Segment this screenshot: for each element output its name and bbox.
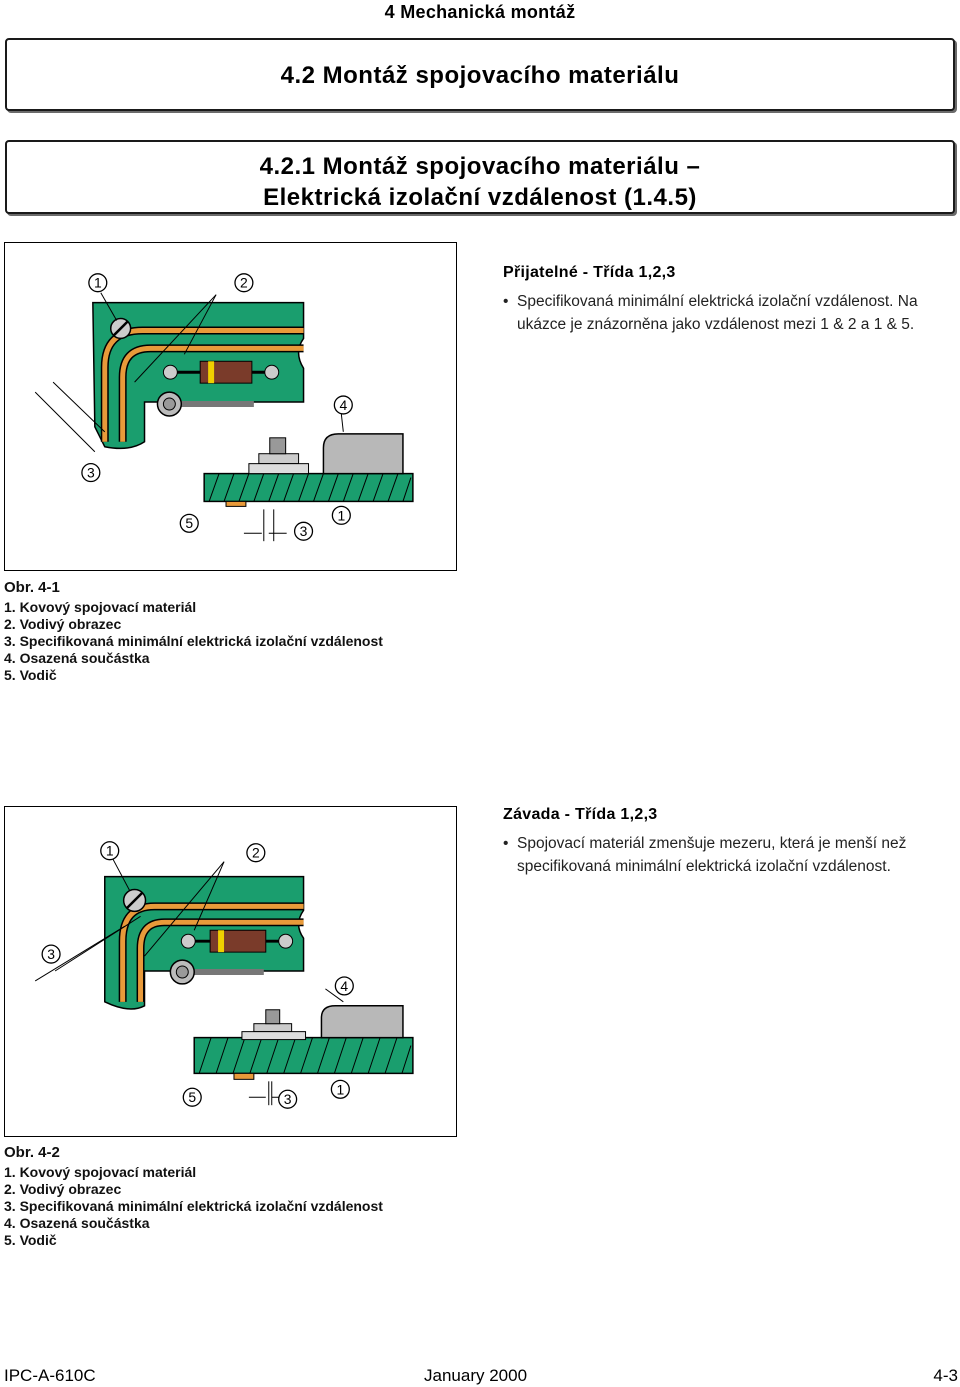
callout-3-left: 3 bbox=[41, 944, 61, 964]
callout-2-top: 2 bbox=[234, 273, 254, 293]
resistor-component bbox=[162, 360, 280, 384]
svg-text:1: 1 bbox=[106, 843, 114, 859]
svg-text:3: 3 bbox=[284, 1091, 292, 1107]
conductive-trace bbox=[118, 902, 304, 1002]
criteria-defect-bullet: Spojovací materiál zmenšuje mezeru, kter… bbox=[503, 832, 953, 878]
cross-section-board bbox=[203, 472, 414, 507]
figure-4-2-svg: 1 2 3 4 5 3 1 bbox=[34, 841, 414, 1109]
svg-text:1: 1 bbox=[94, 275, 102, 291]
legend-item: 5. Vodič bbox=[4, 1232, 57, 1248]
callout-1-bottom: 1 bbox=[330, 1079, 350, 1099]
hardware-screw bbox=[109, 317, 132, 340]
hardware-washer bbox=[169, 959, 264, 985]
legend-item: 1. Kovový spojovací materiál bbox=[4, 1164, 197, 1180]
svg-text:5: 5 bbox=[185, 515, 193, 531]
criteria-acceptable: Přijatelné - Třída 1,2,3 Specifikovaná m… bbox=[503, 264, 953, 336]
callout-5: 5 bbox=[179, 513, 199, 533]
callout-3-bottom: 3 bbox=[278, 1089, 298, 1109]
footer-date: January 2000 bbox=[424, 1366, 528, 1385]
legend-item: 2. Vodivý obrazec bbox=[4, 616, 122, 632]
callout-4: 4 bbox=[334, 976, 354, 996]
chapter-header: 4 Mechanická montáž bbox=[384, 2, 576, 22]
figure-4-2-illustration: 1 2 3 4 5 3 1 bbox=[4, 806, 457, 1137]
resistor-component bbox=[180, 929, 294, 953]
leader-lines bbox=[34, 858, 344, 1106]
callout-1-top: 1 bbox=[88, 273, 108, 293]
subsection-title-box: 4.2.1 Montáž spojovacího materiálu – Ele… bbox=[5, 140, 955, 214]
legend-item: 1. Kovový spojovací materiál bbox=[4, 599, 197, 615]
callout-3-bottom: 3 bbox=[293, 521, 314, 541]
figure-4-2-title: Obr. 4-2 bbox=[4, 1144, 60, 1161]
hardware-screw bbox=[122, 888, 147, 913]
leader-lines bbox=[34, 292, 344, 542]
legend-item: 4. Osazená součástka bbox=[4, 650, 150, 666]
cross-section-board bbox=[193, 1036, 414, 1080]
figure-4-1-illustration: 1 2 4 3 5 3 1 bbox=[4, 242, 457, 571]
subsection-title-line2: Elektrická izolační vzdálenost (1.4.5) bbox=[263, 184, 697, 211]
svg-text:3: 3 bbox=[47, 946, 55, 962]
svg-text:1: 1 bbox=[336, 1081, 344, 1097]
svg-text:1: 1 bbox=[337, 507, 345, 523]
callout-1-bottom: 1 bbox=[331, 505, 351, 525]
svg-text:4: 4 bbox=[340, 978, 348, 994]
figure-4-1-title: Obr. 4-1 bbox=[4, 579, 60, 596]
criteria-acceptable-heading: Přijatelné - Třída 1,2,3 bbox=[503, 264, 676, 281]
svg-text:2: 2 bbox=[240, 275, 248, 291]
svg-text:3: 3 bbox=[87, 465, 95, 481]
callout-4: 4 bbox=[333, 395, 353, 415]
criteria-defect: Závada - Třída 1,2,3 Spojovací materiál … bbox=[503, 806, 953, 878]
footer-document-id: IPC-A-610C bbox=[4, 1366, 96, 1385]
section-title: 4.2 Montáž spojovacího materiálu bbox=[280, 62, 680, 89]
section-title-box: 4.2 Montáž spojovacího materiálu bbox=[5, 38, 955, 111]
criteria-defect-heading: Závada - Třída 1,2,3 bbox=[503, 806, 658, 823]
callout-1-top: 1 bbox=[100, 841, 120, 861]
svg-text:3: 3 bbox=[300, 523, 308, 539]
legend-item: 3. Specifikovaná minimální elektrická iz… bbox=[4, 633, 383, 649]
legend-item: 5. Vodič bbox=[4, 667, 57, 683]
figure-4-1-svg: 1 2 4 3 5 3 1 bbox=[34, 273, 414, 542]
figure-4-1-caption: Obr. 4-1 1. Kovový spojovací materiál 2.… bbox=[4, 579, 464, 684]
callout-5: 5 bbox=[182, 1087, 202, 1107]
legend-item: 3. Specifikovaná minimální elektrická iz… bbox=[4, 1198, 383, 1214]
callout-3-left: 3 bbox=[81, 463, 101, 483]
legend-item: 4. Osazená součástka bbox=[4, 1215, 150, 1231]
criteria-acceptable-bullet: Specifikovaná minimální elektrická izola… bbox=[503, 290, 953, 336]
mounted-component-block bbox=[248, 433, 404, 475]
hardware-washer bbox=[156, 391, 254, 417]
mounted-component-block bbox=[241, 1005, 404, 1041]
conductive-trace bbox=[100, 326, 304, 442]
legend-item: 2. Vodivý obrazec bbox=[4, 1181, 122, 1197]
subsection-title-line1: 4.2.1 Montáž spojovacího materiálu – bbox=[259, 153, 701, 180]
figure-4-2-caption: Obr. 4-2 1. Kovový spojovací materiál 2.… bbox=[4, 1144, 464, 1249]
footer-page-number: 4-3 bbox=[933, 1366, 958, 1385]
svg-text:4: 4 bbox=[339, 397, 347, 413]
svg-text:5: 5 bbox=[188, 1089, 196, 1105]
callout-2-top: 2 bbox=[246, 843, 266, 863]
svg-text:2: 2 bbox=[252, 845, 260, 861]
